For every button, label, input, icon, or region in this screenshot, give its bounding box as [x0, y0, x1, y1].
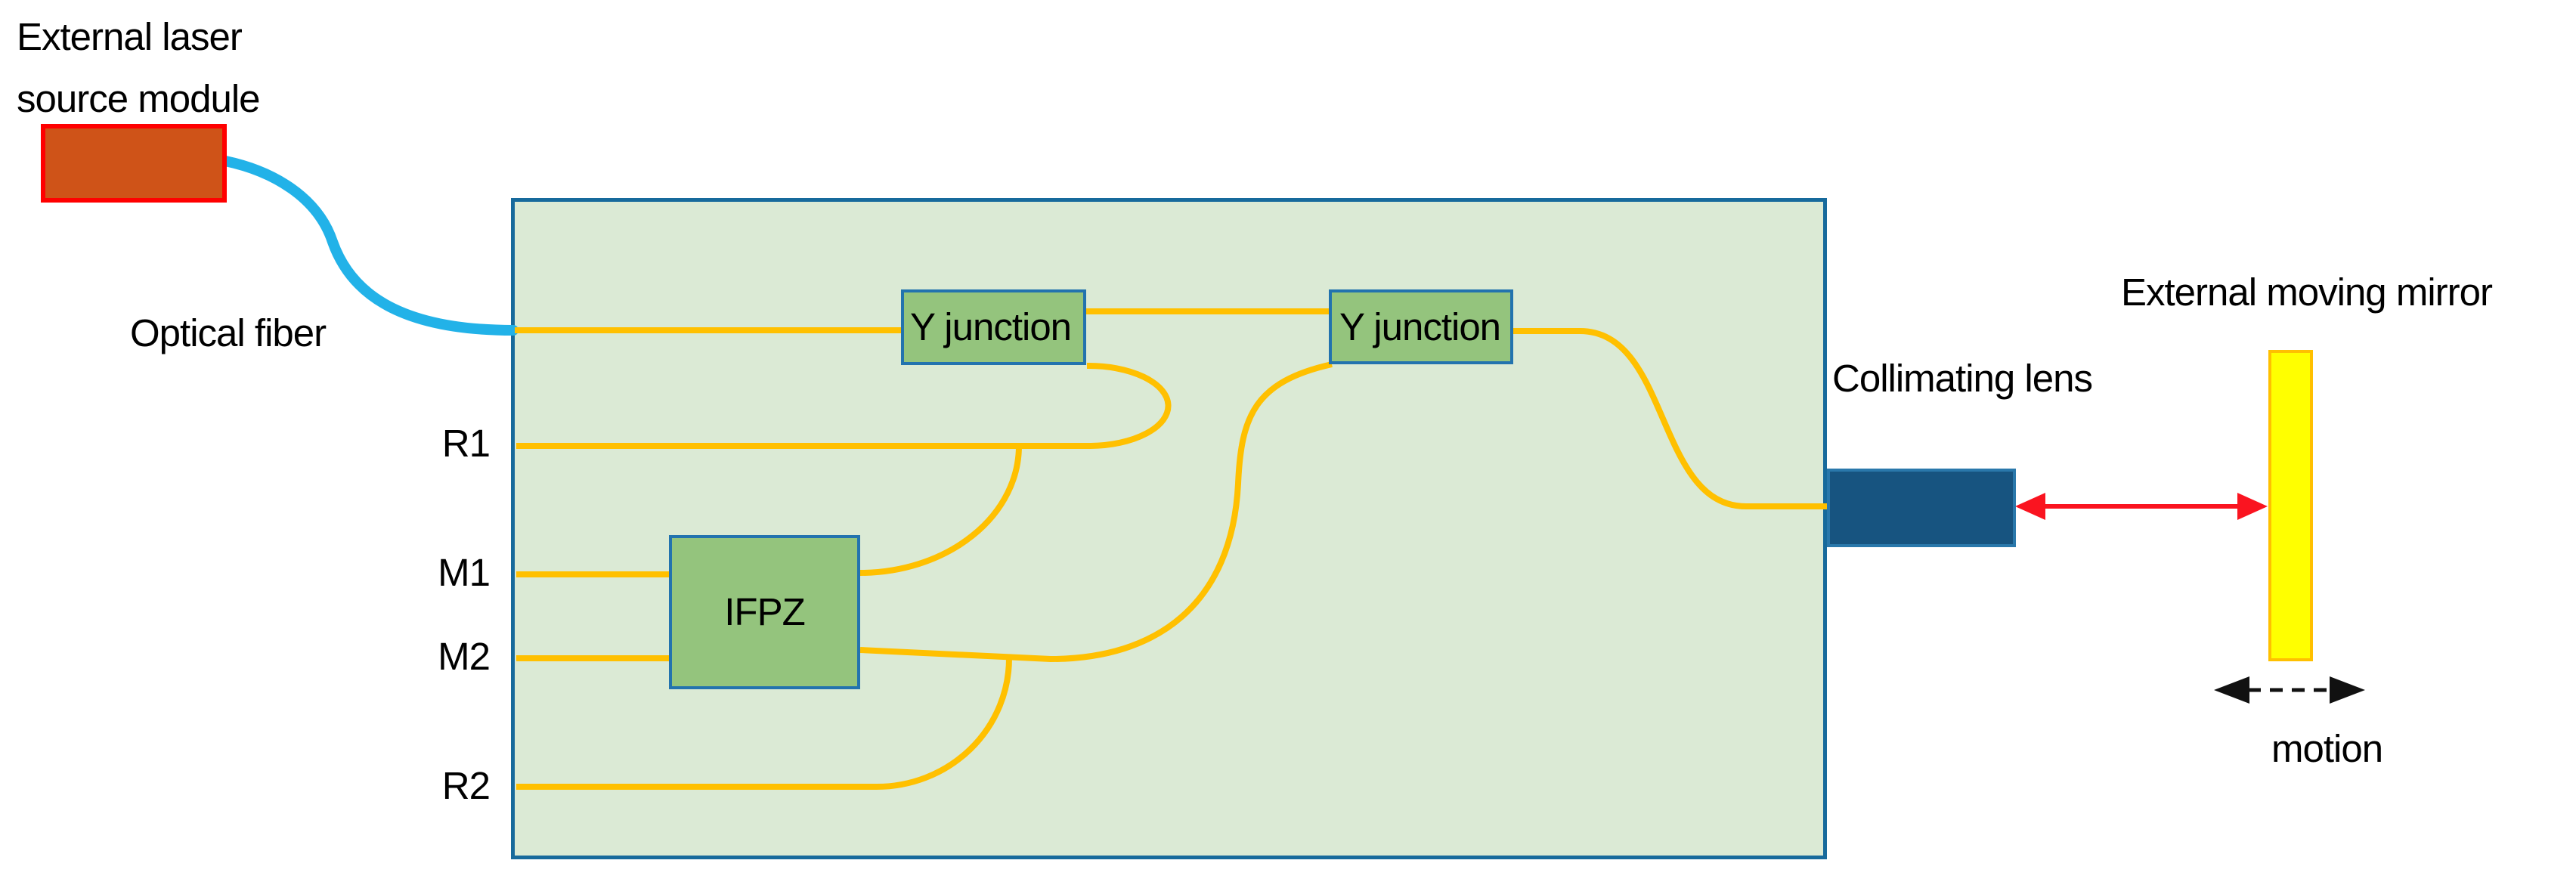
- ifpz-box: IFPZ: [669, 535, 860, 689]
- beam-arrow-right-head: [2237, 493, 2268, 520]
- laser-module-box: [41, 124, 227, 203]
- y-junction-2-label: Y junction: [1339, 305, 1501, 348]
- y-junction-1-box: Y junction: [901, 289, 1086, 365]
- port-label-m1: M1: [438, 551, 491, 594]
- waveguide-r1-ifpz-arc: [859, 445, 1022, 576]
- photonic-chip: [511, 198, 1827, 859]
- waveguide-r2-arc: [876, 658, 1012, 790]
- collimating-lens-label: Collimating lens: [1832, 357, 2093, 400]
- beam-arrow-left-head: [2015, 493, 2045, 520]
- y-junction-2-box: Y junction: [1329, 289, 1513, 364]
- laser-label-line1: External laser: [17, 15, 243, 58]
- y-junction-1-label: Y junction: [910, 305, 1072, 349]
- collimating-lens-box: [1827, 469, 2016, 547]
- moving-mirror-box: [2268, 350, 2313, 661]
- motion-arrow-left-head: [2214, 676, 2249, 704]
- waveguide-ifpz-y2: [859, 361, 1333, 663]
- port-label-r2: R2: [441, 764, 491, 807]
- waveguide-y1-uturn: [1086, 362, 1172, 449]
- optical-fiber-label: Optical fiber: [130, 311, 327, 354]
- ifpz-label: IFPZ: [724, 590, 805, 634]
- waveguide-output: [1512, 328, 1830, 509]
- optical-fiber: [220, 156, 519, 336]
- moving-mirror-label: External moving mirror: [2121, 271, 2493, 314]
- laser-label-line2: source module: [17, 76, 261, 120]
- laser-module-label: External laser source module: [17, 6, 261, 129]
- port-label-m2: M2: [438, 635, 491, 678]
- port-label-r1: R1: [441, 422, 491, 465]
- motion-arrow-right-head: [2330, 676, 2365, 704]
- motion-label: motion: [2271, 727, 2383, 770]
